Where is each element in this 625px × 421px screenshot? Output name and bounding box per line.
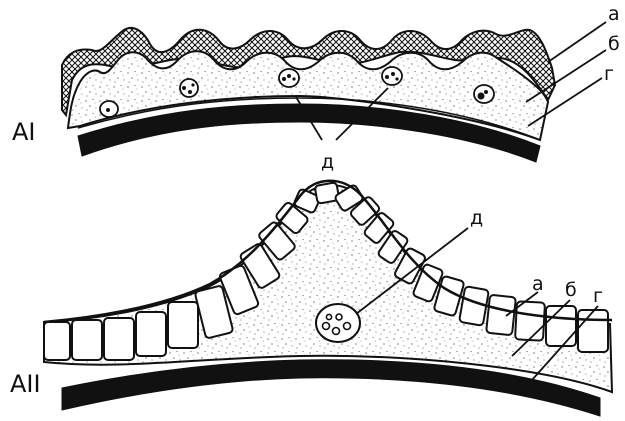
a2-panel-label: AII <box>10 370 41 398</box>
a2-epi-cell <box>104 318 134 360</box>
a1-panel-label: AI <box>12 118 36 146</box>
a1-cell-4 <box>382 67 402 85</box>
a1-label-d: д <box>321 151 334 173</box>
figure-a2: AII д а б г <box>10 181 612 416</box>
a2-epi-cell <box>546 306 576 346</box>
a2-label-d: д <box>470 207 483 229</box>
a2-epi-cell <box>578 310 608 352</box>
a2-epi-cell <box>136 312 166 356</box>
a2-epi-cell <box>72 320 102 360</box>
a1-cell-1 <box>100 101 118 117</box>
figure-a1: AI а б г д <box>12 3 620 173</box>
a2-label-b: б <box>565 279 577 301</box>
a1-cell-2 <box>180 79 198 97</box>
a1-label-a: а <box>608 3 620 25</box>
a1-label-g: г <box>604 63 614 85</box>
a2-cell-d <box>316 304 360 342</box>
a2-epi-cell <box>515 301 545 340</box>
a1-cell-3 <box>279 69 299 87</box>
a2-label-g: г <box>593 285 603 307</box>
a2-epi-cell <box>168 302 198 348</box>
a2-epi-cell <box>44 322 70 360</box>
a1-label-b: б <box>608 33 620 55</box>
a2-epi-cell <box>486 295 516 336</box>
a2-label-a: а <box>532 273 544 295</box>
a1-cell-5 <box>474 85 494 103</box>
